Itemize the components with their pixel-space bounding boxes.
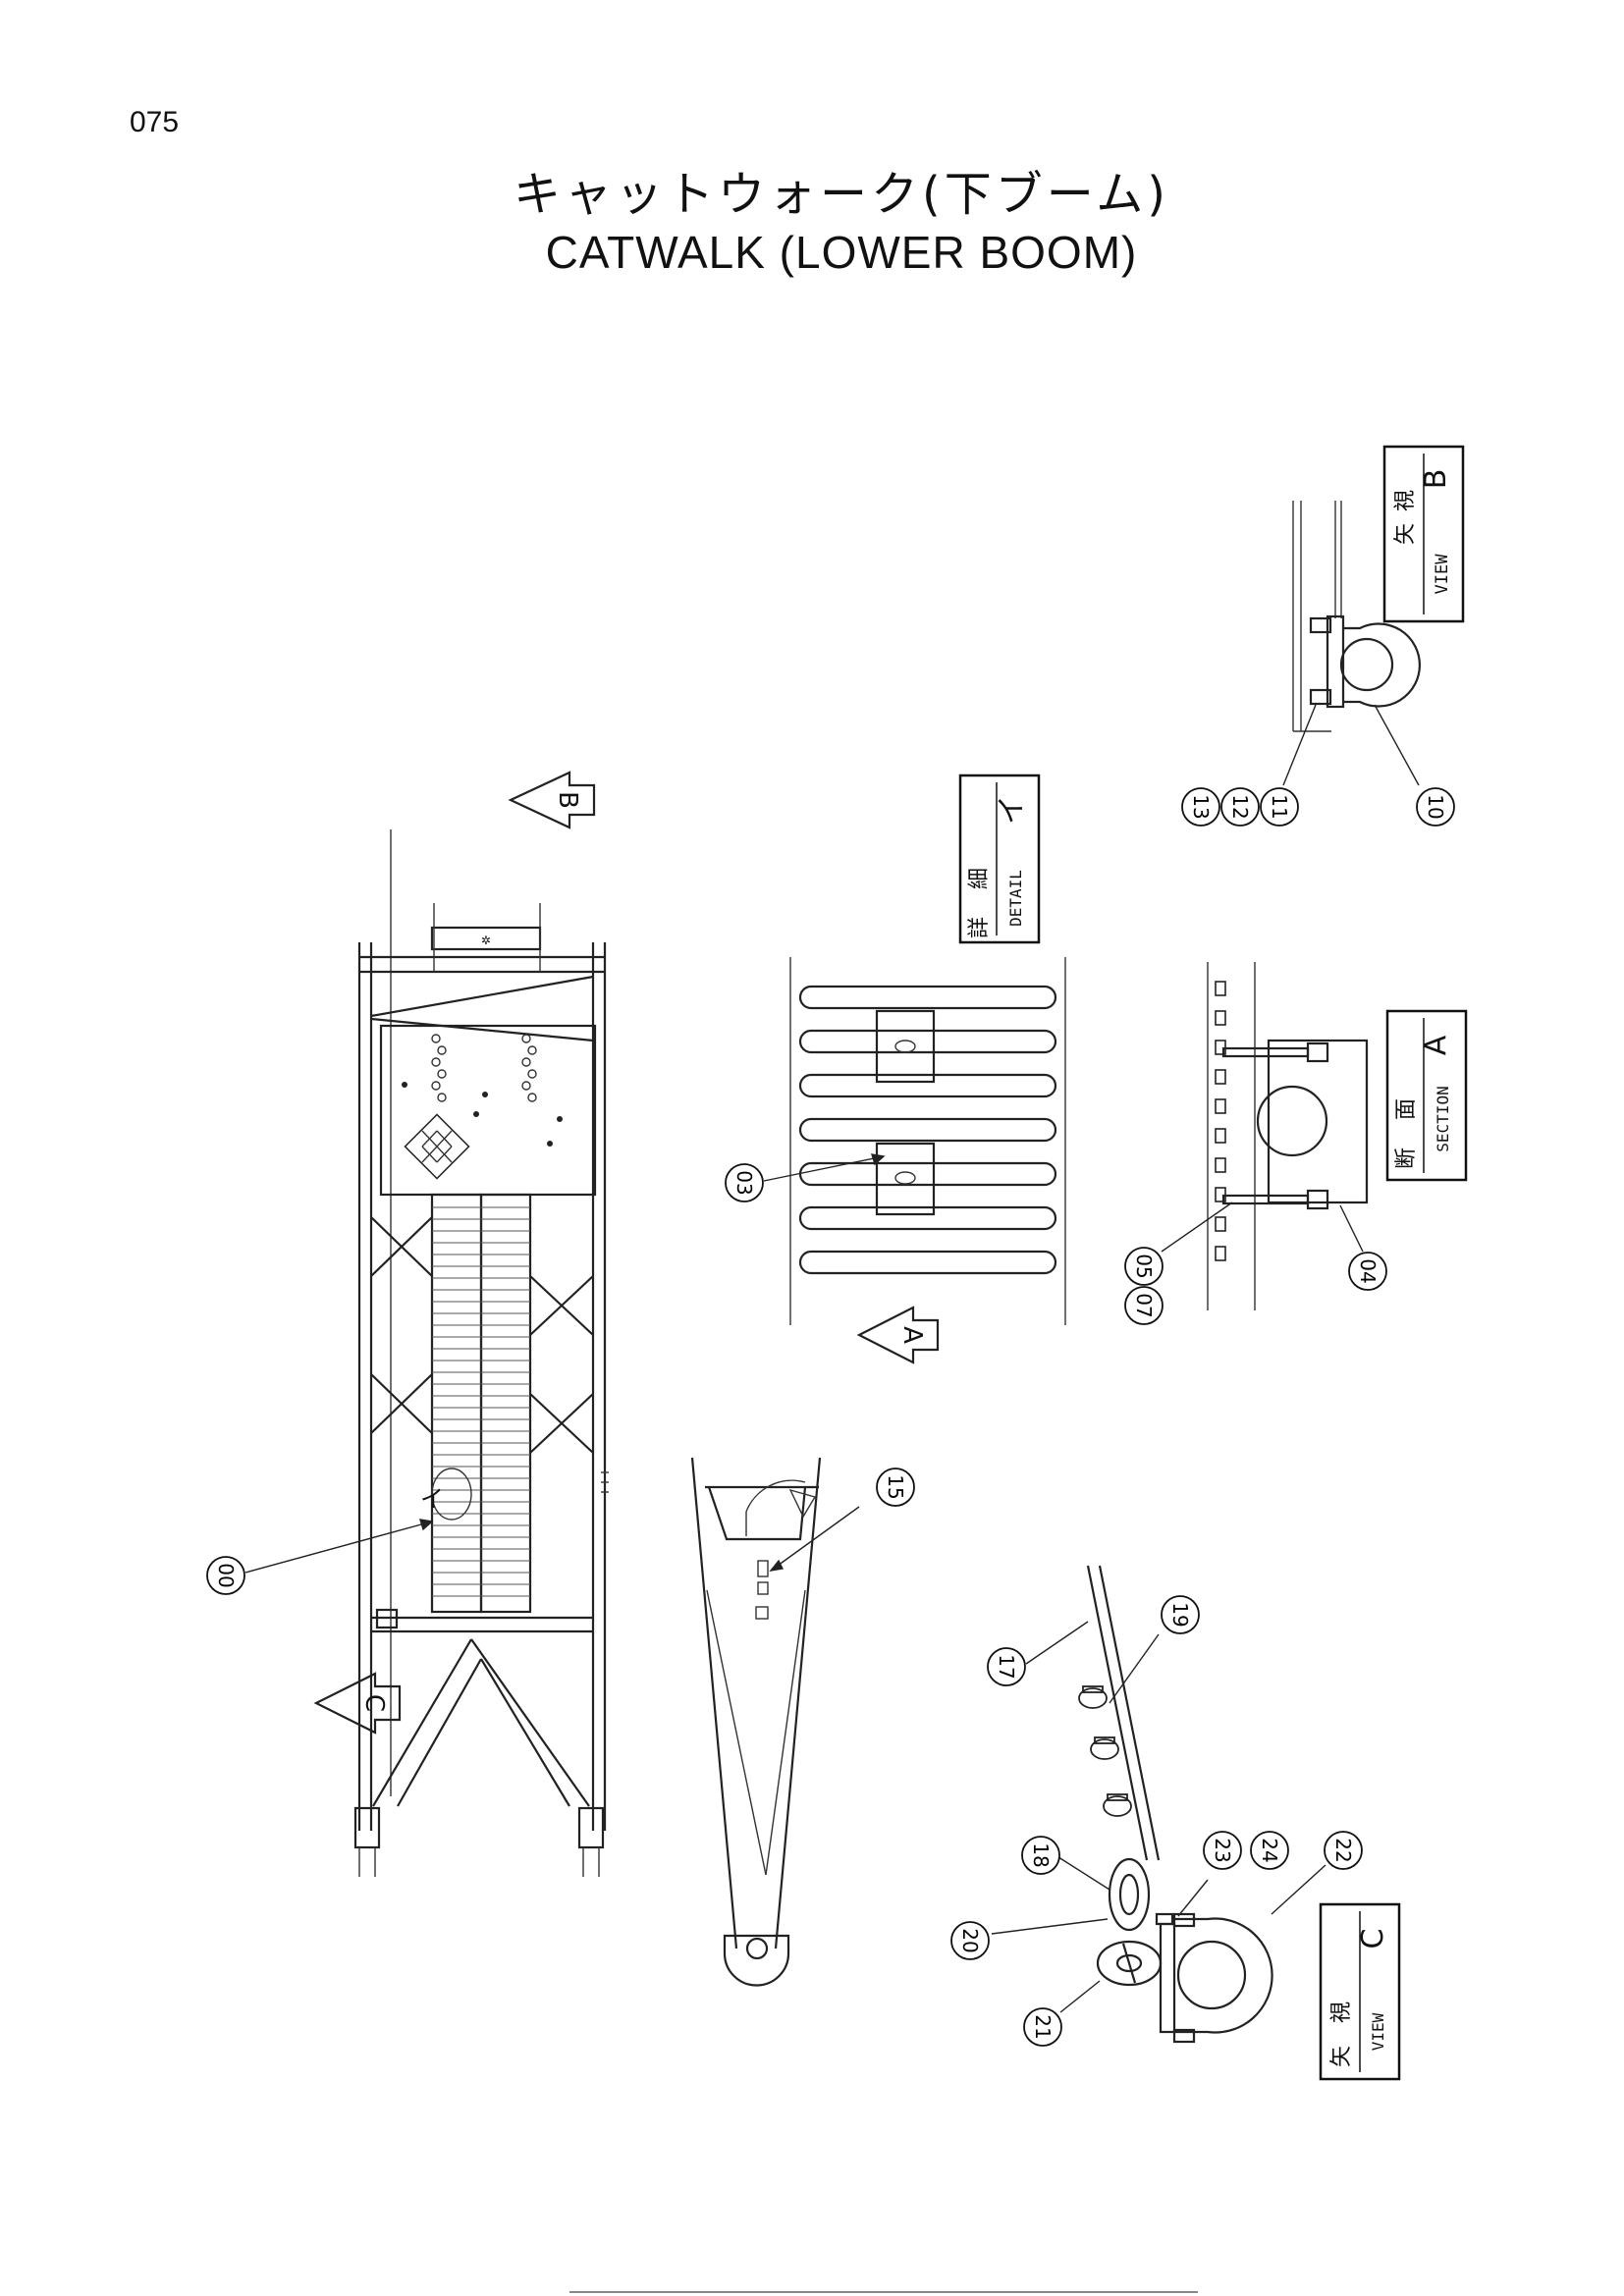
callout-03: 03 — [725, 1163, 764, 1202]
callout-24: 24 — [1250, 1831, 1289, 1870]
svg-text:面: 面 — [1394, 1098, 1419, 1120]
svg-text:04: 04 — [1356, 1258, 1380, 1283]
svg-text:イ: イ — [995, 795, 1029, 825]
svg-text:細: 細 — [967, 868, 992, 889]
title-japanese: キャットウォーク(下ブーム) — [513, 167, 1169, 222]
svg-text:B: B — [553, 791, 582, 809]
view-c-drawing — [1078, 1565, 1273, 2044]
svg-text:10: 10 — [1424, 794, 1447, 819]
lower-boom-assembly: ✲ — [353, 829, 609, 1877]
svg-text:断: 断 — [1394, 1148, 1419, 1169]
callout-15: 15 — [876, 1468, 915, 1507]
svg-text:矢: 矢 — [1393, 523, 1418, 545]
svg-text:A: A — [1419, 1035, 1453, 1055]
svg-text:C: C — [359, 1694, 389, 1712]
svg-text:22: 22 — [1331, 1838, 1355, 1862]
callout-13: 13 — [1181, 787, 1220, 827]
callout-20: 20 — [950, 1921, 990, 1960]
title-english: CATWALK (LOWER BOOM) — [545, 227, 1138, 278]
svg-text:12: 12 — [1228, 794, 1252, 819]
svg-text:05: 05 — [1132, 1254, 1156, 1278]
section-a-drawing — [1207, 962, 1369, 1310]
svg-text:11: 11 — [1268, 794, 1291, 819]
grating-slats — [432, 1206, 530, 1597]
callout-04: 04 — [1348, 1252, 1387, 1291]
callout-21: 21 — [1023, 2007, 1062, 2047]
svg-text:DETAIL: DETAIL — [1006, 870, 1025, 927]
leader-lines — [244, 704, 1420, 2013]
svg-text:SECTION: SECTION — [1434, 1086, 1452, 1151]
mesh-patch — [404, 1113, 470, 1180]
callout-07: 07 — [1124, 1286, 1164, 1325]
svg-text:C: C — [1356, 1929, 1390, 1949]
view-c-label: 矢 視 VIEW C — [1319, 1902, 1401, 2081]
detail-marker: イ — [420, 1485, 444, 1513]
arrow-b: B — [508, 771, 596, 829]
svg-text:18: 18 — [1029, 1842, 1053, 1867]
callout-19: 19 — [1161, 1595, 1200, 1634]
svg-text:24: 24 — [1258, 1838, 1281, 1862]
svg-text:視: 視 — [1329, 2002, 1354, 2023]
title-block: キャットウォーク(下ブーム) CATWALK (LOWER BOOM) — [0, 165, 1624, 281]
callout-12: 12 — [1220, 787, 1260, 827]
callout-18: 18 — [1021, 1836, 1060, 1875]
svg-text:詳: 詳 — [967, 917, 992, 938]
svg-text:矢: 矢 — [1329, 2046, 1354, 2067]
svg-text:B: B — [1419, 469, 1453, 490]
svg-text:視: 視 — [1393, 490, 1418, 511]
part-callouts: 00 03 04 05 07 10 — [206, 787, 1455, 2047]
svg-text:03: 03 — [732, 1170, 756, 1195]
plate-holes — [402, 1034, 563, 1147]
callout-23: 23 — [1203, 1831, 1242, 1870]
detail-grating — [789, 957, 1066, 1325]
callout-22: 22 — [1324, 1831, 1363, 1870]
callout-10: 10 — [1416, 787, 1455, 827]
arrow-a: A — [856, 1306, 940, 1364]
callout-11: 11 — [1260, 787, 1299, 827]
arrow-c: C — [313, 1672, 402, 1735]
svg-text:15: 15 — [884, 1474, 907, 1499]
callout-17: 17 — [987, 1647, 1026, 1686]
view-b-drawing — [1292, 501, 1422, 732]
detail-i-label: 詳 細 DETAIL イ — [958, 774, 1041, 944]
svg-text:20: 20 — [958, 1928, 982, 1952]
svg-text:13: 13 — [1189, 794, 1213, 819]
svg-text:VIEW: VIEW — [1433, 554, 1452, 595]
svg-text:07: 07 — [1132, 1293, 1156, 1317]
view-b-label: 矢 視 VIEW B — [1382, 445, 1465, 623]
svg-text:23: 23 — [1211, 1838, 1234, 1862]
svg-text:✲: ✲ — [481, 930, 491, 948]
page-number: 075 — [130, 106, 180, 138]
svg-text:19: 19 — [1168, 1602, 1192, 1627]
svg-text:21: 21 — [1031, 2014, 1055, 2039]
callout-05: 05 — [1124, 1247, 1164, 1286]
section-a-label: 断 面 SECTION A — [1385, 1009, 1468, 1182]
svg-text:00: 00 — [214, 1563, 238, 1587]
svg-text:VIEW: VIEW — [1369, 2012, 1387, 2051]
callout-00: 00 — [206, 1556, 245, 1595]
svg-text:A: A — [897, 1326, 927, 1344]
svg-text:17: 17 — [995, 1654, 1018, 1679]
boom-tip-drawing — [690, 1457, 822, 1987]
